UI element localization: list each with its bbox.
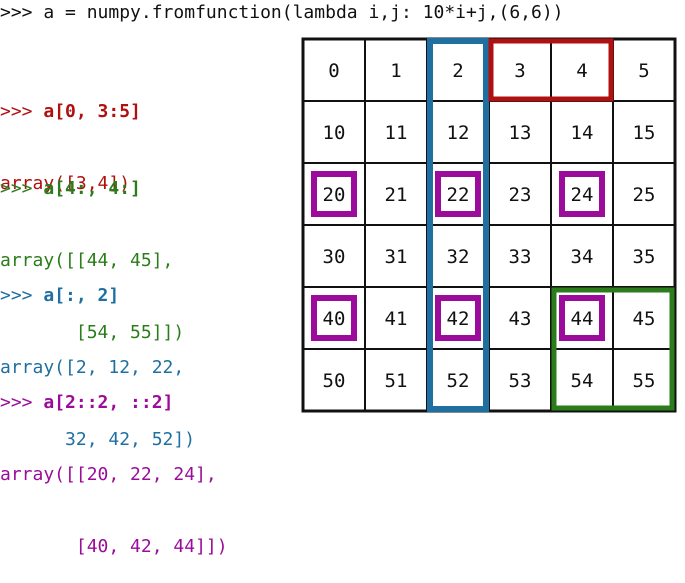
- cell-value: 22: [447, 184, 470, 206]
- grid-cell: [612, 348, 676, 412]
- cell-value: 15: [633, 122, 656, 144]
- grid-cell: [364, 348, 428, 412]
- grid-cell: [550, 100, 614, 164]
- result-line: [40, 42, 44]]): [0, 536, 228, 557]
- grid-cell: [612, 162, 676, 226]
- grid-cell: [364, 162, 428, 226]
- command: a[4:, 4:]: [43, 178, 141, 199]
- cell-value: 24: [571, 184, 594, 206]
- cell-value: 4: [576, 60, 587, 82]
- highlight-red-slice: [488, 38, 614, 102]
- cell-value: 11: [385, 122, 408, 144]
- cell-value: 52: [447, 370, 470, 392]
- highlight-green-block: [551, 287, 675, 411]
- cell-value: 43: [509, 308, 532, 330]
- cell-value: 30: [323, 246, 346, 268]
- highlight-purple-cell: [435, 295, 481, 341]
- cell-value: 2: [452, 60, 463, 82]
- grid-cell: [550, 38, 614, 102]
- highlight-purple-cell: [559, 295, 605, 341]
- highlight-blue-column: [427, 38, 489, 412]
- cell-value: 55: [633, 370, 656, 392]
- cell-value: 25: [633, 184, 656, 206]
- highlight-purple-cell: [435, 171, 481, 217]
- grid-cell: [364, 100, 428, 164]
- cell-value: 0: [328, 60, 339, 82]
- cell-value: 20: [323, 184, 346, 206]
- cell-value: 3: [514, 60, 525, 82]
- grid-cell: [488, 162, 552, 226]
- grid-cell: [364, 38, 428, 102]
- cell-value: 31: [385, 246, 408, 268]
- command: a[0, 3:5]: [43, 101, 141, 122]
- grid-cell: [302, 100, 366, 164]
- grid-cell: [488, 348, 552, 412]
- cell-value: 42: [447, 308, 470, 330]
- cell-value: 32: [447, 246, 470, 268]
- command: a[2::2, ::2]: [43, 392, 174, 413]
- cell-value: 45: [633, 308, 656, 330]
- cell-value: 23: [509, 184, 532, 206]
- cell-value: 21: [385, 184, 408, 206]
- result-line: array([3,4]): [0, 173, 131, 194]
- cell-value: 10: [323, 122, 346, 144]
- cell-value: 53: [509, 370, 532, 392]
- snippet-green: >>> a[4:, 4:] array([[44, 45], [54, 55]]…: [0, 129, 184, 369]
- cell-value: 51: [385, 370, 408, 392]
- cell-value: 40: [323, 308, 346, 330]
- cell-value: 50: [323, 370, 346, 392]
- title-line: >>> a = numpy.fromfunction(lambda i,j: 1…: [0, 2, 564, 23]
- cell-value: 35: [633, 246, 656, 268]
- cell-value: 13: [509, 122, 532, 144]
- result-line: array([2, 12, 22,: [0, 357, 185, 378]
- cell-value: 44: [571, 308, 594, 330]
- cell-value: 54: [571, 370, 594, 392]
- cell-value: 34: [571, 246, 594, 268]
- highlight-purple-cell: [559, 171, 605, 217]
- prompt: >>>: [0, 392, 44, 413]
- grid-cell: [612, 100, 676, 164]
- cell-value: 5: [638, 60, 649, 82]
- prompt: >>>: [0, 285, 44, 306]
- grid-cell: [488, 100, 552, 164]
- grid-cell: [550, 224, 614, 288]
- prompt: >>>: [0, 101, 44, 122]
- highlight-purple-cell: [311, 295, 357, 341]
- result-line: [54, 55]]): [0, 322, 185, 343]
- highlight-purple-cell: [311, 171, 357, 217]
- cell-value: 1: [390, 60, 401, 82]
- cell-value: 33: [509, 246, 532, 268]
- snippet-red: >>> a[0, 3:5] array([3,4]): [0, 52, 141, 220]
- result-line: array([[20, 22, 24],: [0, 464, 217, 485]
- command: a[:, 2]: [43, 285, 120, 306]
- cell-value: 14: [571, 122, 594, 144]
- result-line: array([[44, 45],: [0, 250, 174, 271]
- grid-cell: [302, 224, 366, 288]
- cell-value: 12: [447, 122, 470, 144]
- snippet-purple: >>> a[2::2, ::2] array([[20, 22, 24], [4…: [0, 343, 228, 583]
- cell-value: 41: [385, 308, 408, 330]
- prompt: >>>: [0, 178, 44, 199]
